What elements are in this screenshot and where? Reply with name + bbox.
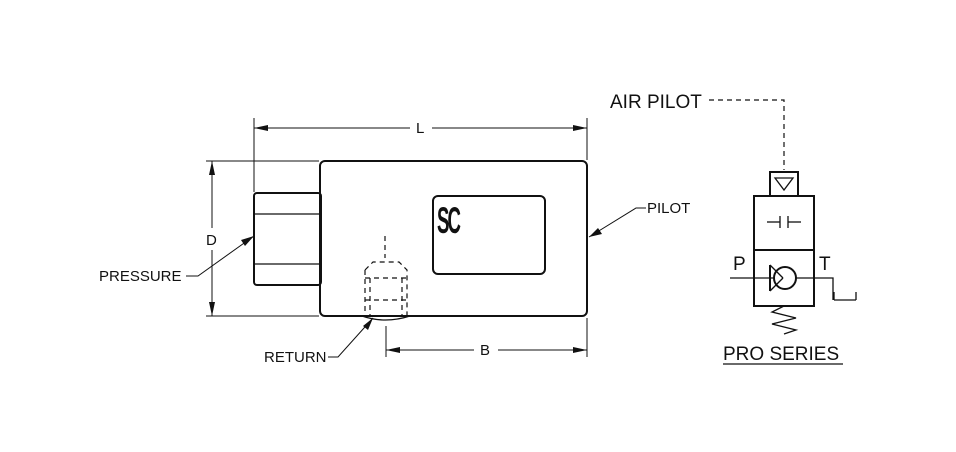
pressure-fitting — [253, 192, 322, 286]
dimension-d: D — [206, 160, 319, 317]
pressure-leader: PRESSURE — [99, 235, 255, 285]
dimension-l: L — [253, 118, 588, 192]
blocked-ports-symbol — [767, 216, 801, 228]
spring-symbol — [770, 305, 799, 335]
check-valve-symbol — [754, 264, 814, 292]
p-port-label: P — [733, 254, 746, 275]
valve-schematic: AIR PILOT P T — [610, 92, 857, 365]
series-label: PRO SERIES — [723, 344, 839, 365]
dimension-l-label: L — [416, 120, 424, 137]
valve-body: SC — [253, 160, 588, 321]
dimension-d-label: D — [206, 232, 217, 249]
air-pilot-line — [709, 99, 785, 170]
return-label: RETURN — [264, 349, 327, 366]
logo-plate — [432, 195, 546, 275]
dimension-b: B — [385, 318, 588, 359]
return-leader: RETURN — [264, 317, 374, 366]
t-port-label: T — [819, 254, 831, 275]
main-block — [319, 160, 588, 317]
pilot-label: PILOT — [647, 200, 690, 217]
air-pilot-label: AIR PILOT — [610, 92, 702, 113]
dimension-b-label: B — [480, 342, 490, 359]
sc-logo: SC — [437, 200, 461, 242]
pressure-label: PRESSURE — [99, 268, 182, 285]
return-port — [361, 236, 411, 321]
pilot-leader: PILOT — [588, 200, 690, 238]
